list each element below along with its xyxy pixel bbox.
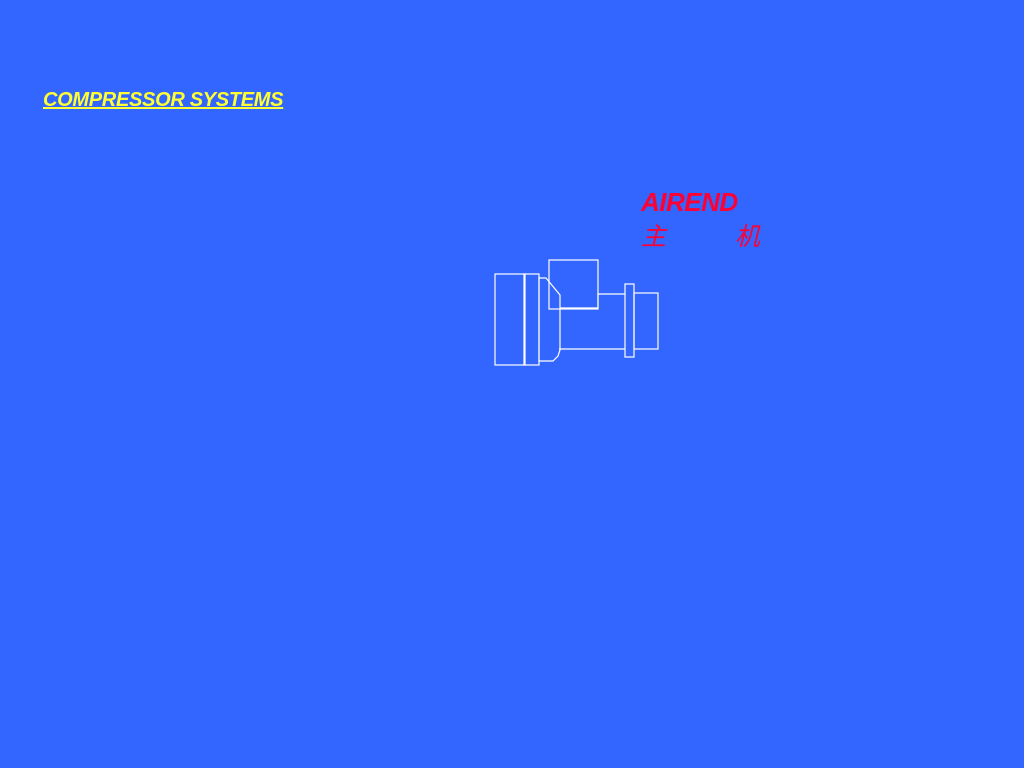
- page-title: COMPRESSOR SYSTEMS: [43, 89, 284, 111]
- airend-drive-shaft: [633, 292, 659, 350]
- airend-label-english: AIREND: [641, 187, 738, 217]
- airend-outline-icon: [494, 259, 659, 366]
- airend-label-chinese: 主 机: [641, 222, 760, 251]
- airend-inlet-port: [548, 259, 599, 310]
- airend-end-cap: [494, 273, 526, 366]
- airend-label: AIREND 主 机: [641, 189, 760, 249]
- airend-shaft-collar: [624, 283, 635, 358]
- airend-rotor-body: [560, 293, 625, 309]
- airend-flange: [523, 273, 540, 366]
- airend-housing: [538, 277, 561, 362]
